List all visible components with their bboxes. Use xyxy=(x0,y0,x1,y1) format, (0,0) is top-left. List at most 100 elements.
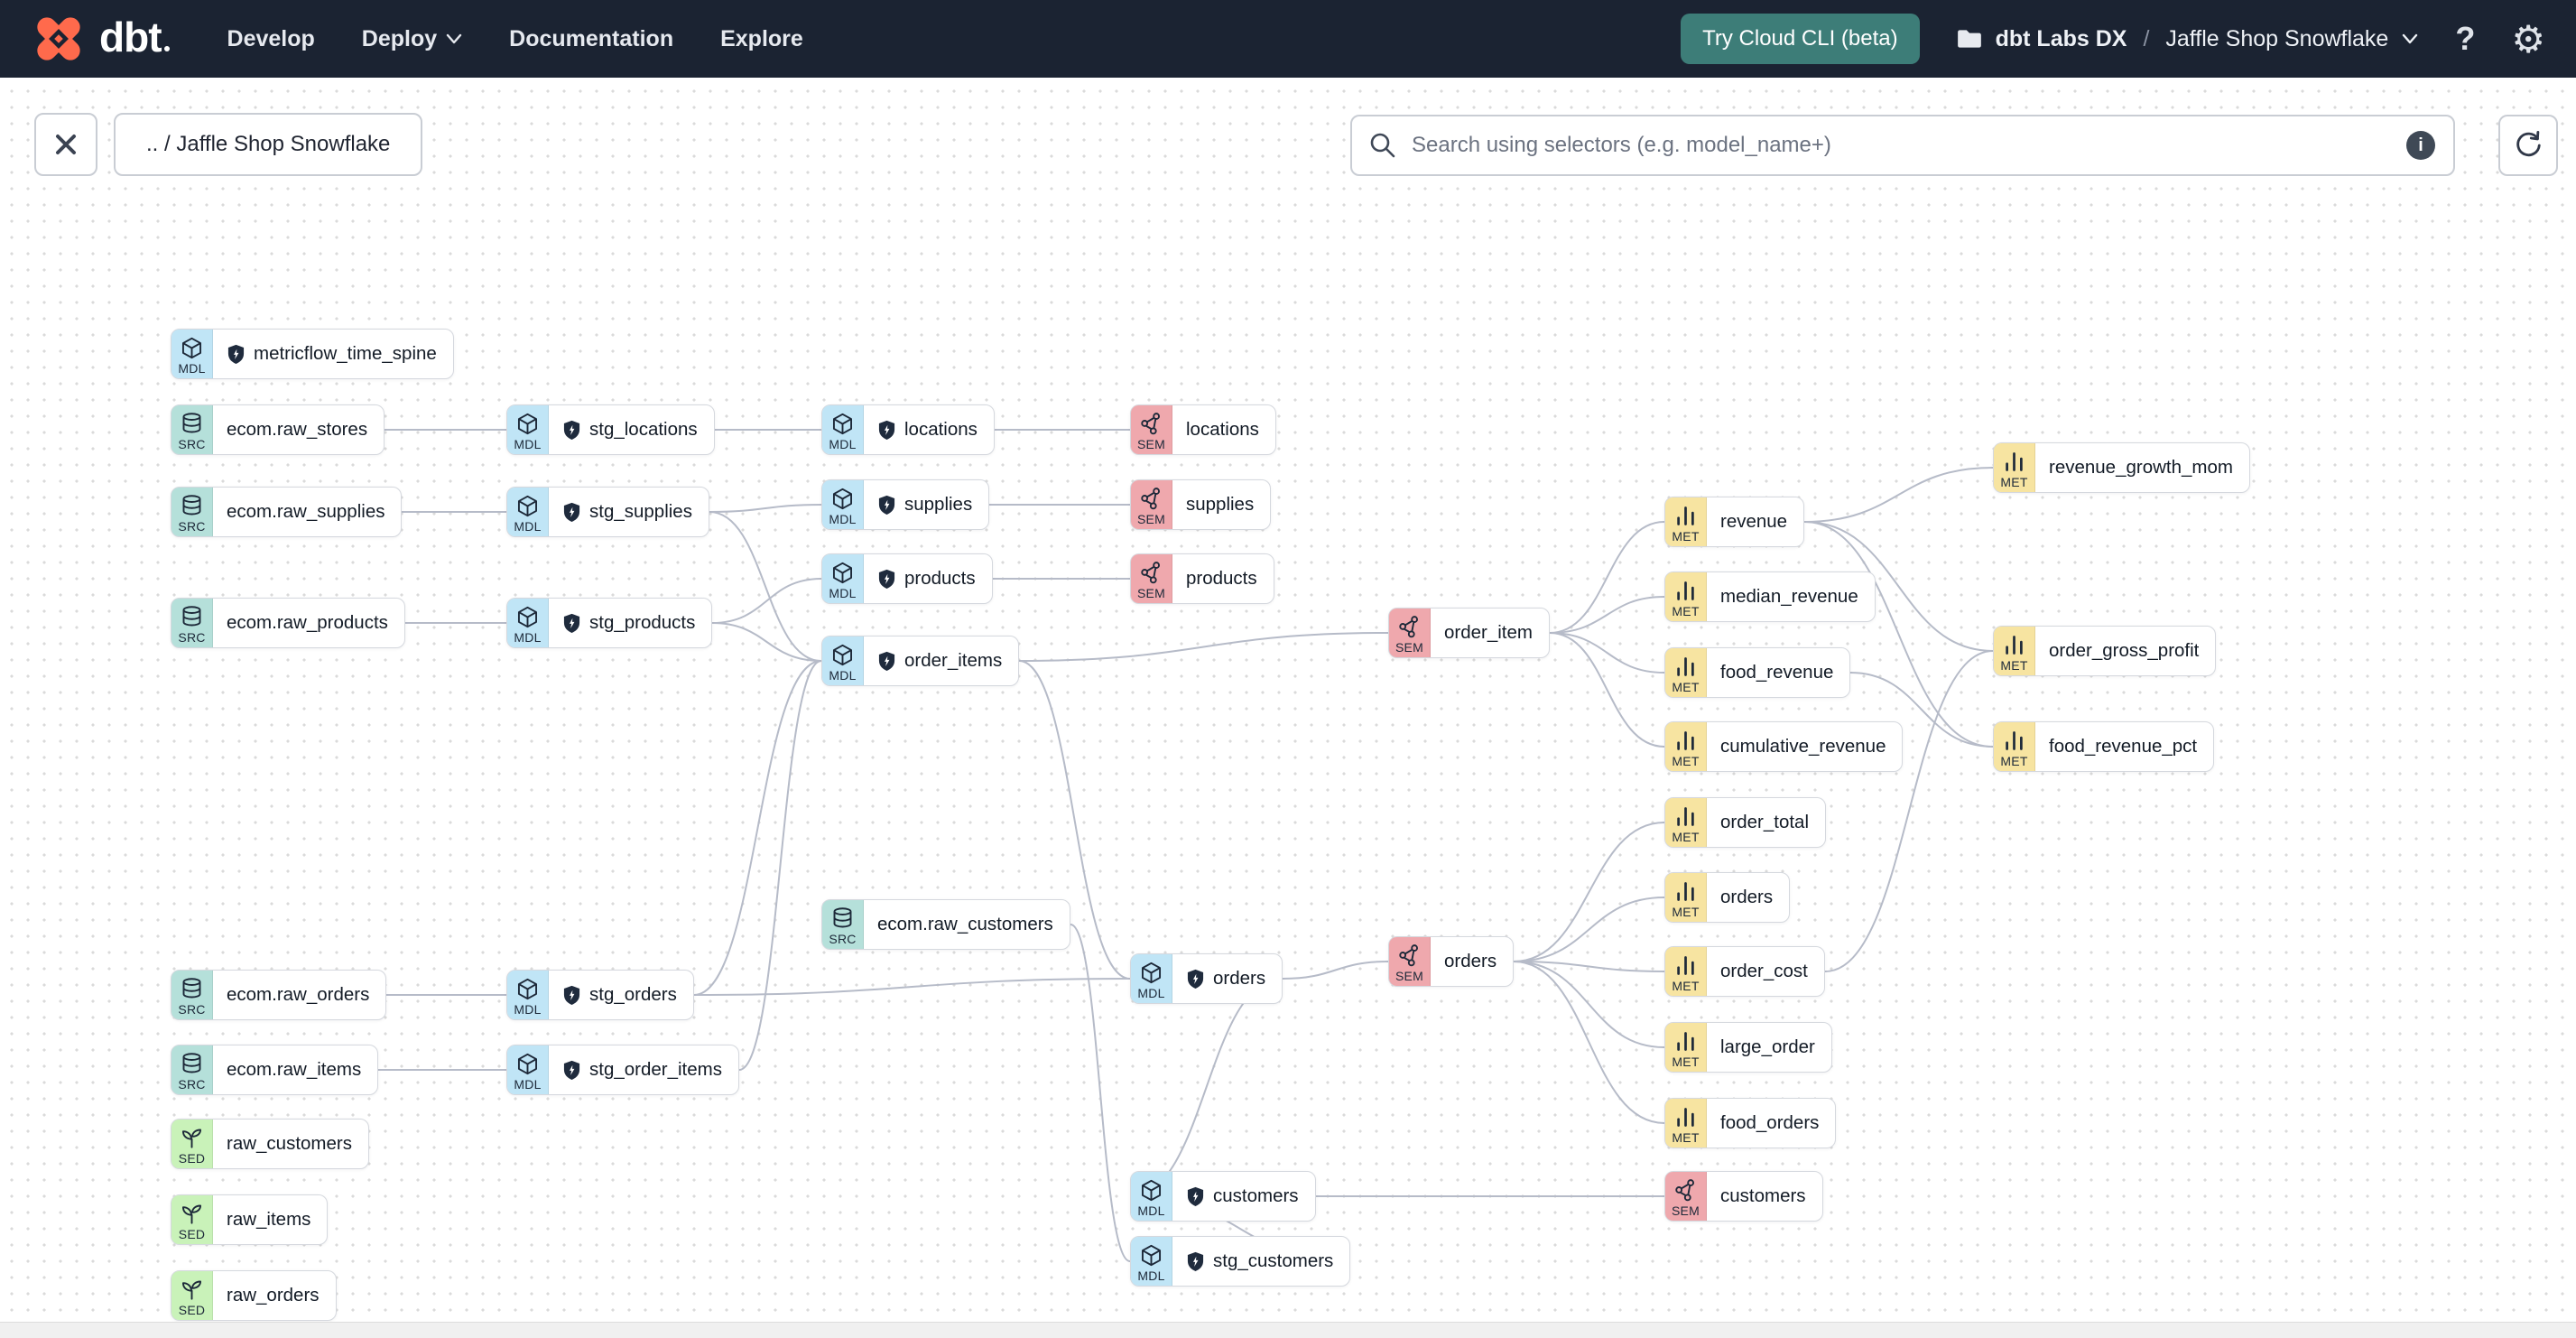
graph-node-stg_supplies[interactable]: MDL stg_supplies xyxy=(506,487,709,537)
node-body: order_gross_profit xyxy=(2035,627,2215,675)
dbt-logo-icon xyxy=(37,17,80,60)
refresh-button[interactable] xyxy=(2498,115,2558,176)
node-type-badge: MDL xyxy=(822,480,864,529)
node-body: large_order xyxy=(1707,1023,1831,1072)
graph-node-orders_mdl[interactable]: MDL orders xyxy=(1130,953,1283,1004)
help-icon[interactable]: ? xyxy=(2455,20,2476,57)
node-body: orders xyxy=(1707,873,1789,922)
graph-node-mts[interactable]: MDL metricflow_time_spine xyxy=(171,329,454,379)
graph-node-order_items[interactable]: MDL order_items xyxy=(821,636,1020,686)
graph-node-seed_raw_customers[interactable]: SED raw_customers xyxy=(171,1119,369,1169)
node-label: locations xyxy=(904,419,978,440)
graph-node-met_cumulative_revenue[interactable]: MET cumulative_revenue xyxy=(1664,721,1904,772)
node-type-badge: MET xyxy=(1665,1099,1707,1148)
node-type-label: MET xyxy=(1672,1054,1700,1069)
dbt-logo[interactable]: dbt xyxy=(31,11,170,67)
node-type-label: MDL xyxy=(1137,985,1165,1000)
node-body: revenue xyxy=(1707,497,1803,546)
graph-node-met_revenue_growth_mom[interactable]: MET revenue_growth_mom xyxy=(1993,442,2250,493)
node-type-label: SED xyxy=(178,1302,206,1317)
graph-node-customers_mdl[interactable]: MDL customers xyxy=(1130,1171,1316,1222)
graph-node-met_median_revenue[interactable]: MET median_revenue xyxy=(1664,571,1876,622)
try-cloud-cli-button[interactable]: Try Cloud CLI (beta) xyxy=(1681,14,1920,64)
node-type-badge: SRC xyxy=(171,599,213,647)
nav-item-develop[interactable]: Develop xyxy=(227,26,315,52)
graph-node-locations_mdl[interactable]: MDL locations xyxy=(821,404,995,455)
graph-node-seed_raw_items[interactable]: SED raw_items xyxy=(171,1194,329,1245)
graph-node-src_products[interactable]: SRC ecom.raw_products xyxy=(171,598,405,648)
graph-node-src_orders[interactable]: SRC ecom.raw_orders xyxy=(171,970,387,1020)
node-type-badge: SRC xyxy=(822,900,864,949)
graph-node-src_items[interactable]: SRC ecom.raw_items xyxy=(171,1045,379,1095)
node-body: ecom.raw_orders xyxy=(213,971,385,1019)
source-database-icon xyxy=(830,906,855,931)
node-type-badge: MDL xyxy=(822,405,864,454)
node-type-label: MDL xyxy=(829,511,857,526)
horizontal-scrollbar[interactable] xyxy=(0,1322,2576,1338)
shield-icon xyxy=(877,495,896,516)
graph-node-src_stores[interactable]: SRC ecom.raw_stores xyxy=(171,404,385,455)
graph-node-met_order_cost[interactable]: MET order_cost xyxy=(1664,946,1825,997)
lineage-canvas[interactable]: .. / Jaffle Shop Snowflake i xyxy=(0,78,2576,1322)
close-lineage-button[interactable] xyxy=(34,113,97,176)
semantic-graph-icon xyxy=(1139,412,1163,436)
node-type-label: SRC xyxy=(829,931,857,946)
metric-chart-icon xyxy=(1673,953,1698,978)
graph-node-stg_customers[interactable]: MDL stg_customers xyxy=(1130,1236,1351,1287)
info-icon[interactable]: i xyxy=(2406,131,2435,160)
graph-node-src_customers[interactable]: SRC ecom.raw_customers xyxy=(821,899,1070,950)
node-label: order_total xyxy=(1720,812,1810,832)
graph-node-locations_sem[interactable]: SEM locations xyxy=(1130,404,1276,455)
settings-gear-icon[interactable]: ⚙ xyxy=(2511,16,2545,61)
graph-node-met_food_revenue[interactable]: MET food_revenue xyxy=(1664,647,1851,698)
graph-node-products_sem[interactable]: SEM products xyxy=(1130,553,1274,604)
graph-node-met_food_revenue_pct[interactable]: MET food_revenue_pct xyxy=(1993,721,2215,772)
breadcrumb-separator: / xyxy=(2143,25,2150,51)
nav-item-label: Explore xyxy=(720,25,803,51)
node-body: order_cost xyxy=(1707,947,1824,996)
graph-node-stg_locations[interactable]: MDL stg_locations xyxy=(506,404,715,455)
lineage-breadcrumb[interactable]: .. / Jaffle Shop Snowflake xyxy=(114,113,423,176)
model-cube-icon xyxy=(830,412,855,436)
node-label: ecom.raw_items xyxy=(227,1059,362,1080)
model-cube-icon xyxy=(830,561,855,585)
graph-node-supplies_sem[interactable]: SEM supplies xyxy=(1130,479,1272,530)
lineage-edges xyxy=(378,428,1994,1262)
nav-item-documentation[interactable]: Documentation xyxy=(509,26,673,52)
nav-item-deploy[interactable]: Deploy xyxy=(362,26,462,52)
node-type-label: MDL xyxy=(514,518,542,534)
node-type-badge: MET xyxy=(1994,627,2035,675)
node-type-label: SEM xyxy=(1395,968,1423,983)
graph-node-orders_sem[interactable]: SEM orders xyxy=(1388,936,1515,987)
graph-node-stg_order_items[interactable]: MDL stg_order_items xyxy=(506,1045,739,1095)
graph-node-met_large_order[interactable]: MET large_order xyxy=(1664,1022,1832,1073)
chevron-down-icon xyxy=(2403,33,2418,44)
node-type-label: SRC xyxy=(178,518,206,534)
node-body: ecom.raw_items xyxy=(213,1045,377,1094)
project-switcher[interactable]: dbt Labs DX / Jaffle Shop Snowflake xyxy=(1956,25,2420,52)
graph-node-met_orders[interactable]: MET orders xyxy=(1664,872,1791,923)
graph-node-order_item_sem[interactable]: SEM order_item xyxy=(1388,608,1550,658)
node-body: stg_orders xyxy=(549,971,693,1019)
graph-node-met_order_total[interactable]: MET order_total xyxy=(1664,797,1827,848)
graph-node-products_mdl[interactable]: MDL products xyxy=(821,553,993,604)
node-type-label: MDL xyxy=(514,1001,542,1017)
graph-node-met_revenue[interactable]: MET revenue xyxy=(1664,497,1805,547)
graph-node-met_food_orders[interactable]: MET food_orders xyxy=(1664,1098,1837,1148)
nav-item-explore[interactable]: Explore xyxy=(720,26,803,52)
nav-item-label: Develop xyxy=(227,25,315,51)
node-type-badge: SEM xyxy=(1131,480,1172,529)
graph-node-customers_sem[interactable]: SEM customers xyxy=(1664,1171,1823,1222)
navbar-right: Try Cloud CLI (beta) dbt Labs DX / Jaffl… xyxy=(1681,14,2545,64)
graph-node-met_order_gross_profit[interactable]: MET order_gross_profit xyxy=(1993,626,2217,676)
node-body: order_items xyxy=(864,636,1018,685)
graph-node-stg_orders[interactable]: MDL stg_orders xyxy=(506,970,694,1020)
graph-node-stg_products[interactable]: MDL stg_products xyxy=(506,598,713,648)
graph-node-src_supplies[interactable]: SRC ecom.raw_supplies xyxy=(171,487,403,537)
node-type-label: SRC xyxy=(178,436,206,451)
search-input[interactable] xyxy=(1352,116,2453,174)
graph-node-supplies_mdl[interactable]: MDL supplies xyxy=(821,479,990,530)
graph-node-seed_raw_orders[interactable]: SED raw_orders xyxy=(171,1270,337,1321)
shield-icon xyxy=(562,1060,581,1081)
node-label: customers xyxy=(1213,1185,1299,1206)
